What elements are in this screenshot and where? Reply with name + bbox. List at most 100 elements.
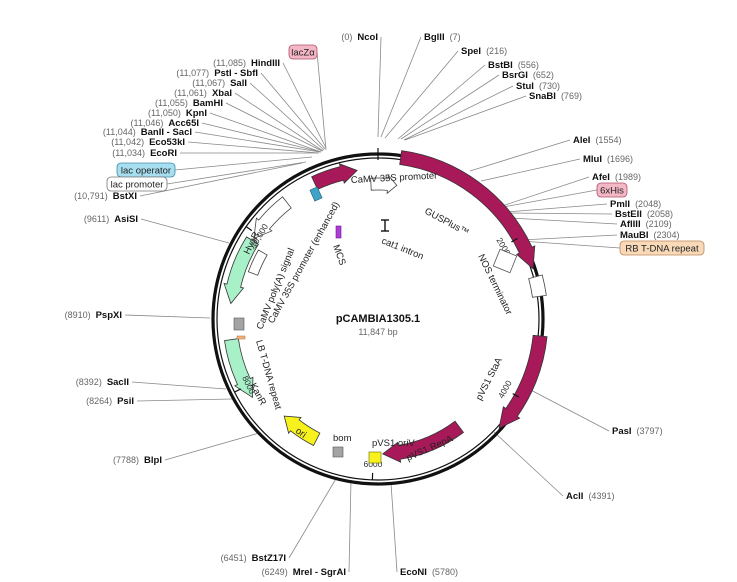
site-sali-position: (11,067) (192, 78, 225, 88)
site-banii-position: (11,044) (103, 127, 136, 137)
site-ncoi-name[interactable]: NcoI (357, 32, 378, 43)
site-afei-name[interactable]: AfeI (592, 172, 610, 183)
tick-mark (245, 226, 253, 232)
site-alei-position: (1554) (595, 135, 621, 145)
feature-pvs1repa (381, 420, 465, 463)
site-psii-name[interactable]: PsiI (117, 396, 134, 407)
leader-mlui (480, 158, 581, 182)
leader-asisi (140, 218, 230, 244)
site-aflii-position: (2109) (646, 219, 672, 229)
tag-sixhis-box[interactable] (596, 182, 628, 198)
site-acc65i-name[interactable]: Acc65I (168, 118, 199, 129)
site-bglii-position: (7) (450, 32, 461, 42)
site-psti-name[interactable]: PstI - SbfI (214, 68, 258, 79)
site-spei-name[interactable]: SpeI (461, 46, 481, 57)
leader-psti (260, 72, 326, 150)
site-kpni-name[interactable]: KpnI (186, 108, 207, 119)
leader-tag-lacz (316, 51, 327, 151)
mcs-label: MCS (330, 243, 348, 267)
tag-lacpr-box[interactable] (106, 176, 168, 192)
site-bstxi-name[interactable]: BstXI (113, 191, 137, 202)
site-blpi-name[interactable]: BlpI (144, 455, 162, 466)
tag-lacz-box[interactable] (288, 44, 318, 60)
leader-bstz17i (288, 476, 338, 559)
site-mrei-name[interactable]: MreI - SgrAI (293, 567, 346, 578)
site-mlui-position: (1696) (607, 154, 633, 164)
leader-sali (249, 82, 325, 151)
site-asisi-name[interactable]: AsiSI (114, 214, 138, 225)
site-pasi-name[interactable]: PasI (612, 426, 632, 437)
site-econi-name[interactable]: EcoNI (400, 567, 427, 578)
leader-pasi (524, 386, 610, 432)
site-acli-name[interactable]: AclI (566, 491, 583, 502)
leader-ncoi (377, 36, 382, 138)
leader-spei (384, 50, 459, 139)
restriction-sites: NcoI(0)BglII(7)SpeI(216)BstBI(556)BsrGI(… (65, 32, 680, 578)
site-snabi-position: (769) (561, 91, 582, 101)
site-alei-name[interactable]: AleI (573, 135, 590, 146)
gusplus-label: GUSPlus™ (423, 206, 471, 239)
site-hindiii-name[interactable]: HindIII (251, 58, 280, 69)
site-blpi-position: (7788) (113, 455, 139, 465)
site-bsteii-name[interactable]: BstEII (615, 209, 642, 220)
site-bamhi-name[interactable]: BamHI (193, 98, 223, 109)
site-sacii-name[interactable]: SacII (107, 377, 129, 388)
tick-label: 4000 (496, 378, 514, 400)
site-mrei-position: (6249) (262, 567, 288, 577)
leader-econi (390, 482, 398, 573)
feature-camvpa (247, 249, 268, 276)
leader-tag-lacpr (166, 161, 307, 185)
site-bsrgi-name[interactable]: BsrGI (502, 70, 528, 81)
leader-aflii (509, 217, 618, 225)
site-bglii-name[interactable]: BglII (424, 32, 445, 43)
tick-mark (512, 393, 520, 398)
tag-lacpr-label: lac promoter (111, 180, 164, 191)
site-banii-name[interactable]: BanII - SacI (141, 127, 192, 138)
site-sali-name[interactable]: SalI (230, 78, 247, 89)
feature-kanr (224, 338, 254, 399)
site-pspxi-name[interactable]: PspXI (96, 310, 122, 321)
leader-bamhi (225, 102, 323, 152)
lac-operator-glyph (309, 186, 323, 202)
leader-banii (194, 131, 321, 153)
plasmid-size: 11,847 bp (358, 327, 397, 337)
site-xbai-position: (11,061) (174, 88, 207, 98)
site-eco53ki-name[interactable]: Eco53kI (149, 137, 185, 148)
tick-mark (511, 237, 518, 243)
site-sacii-position: (8392) (76, 377, 102, 387)
site-bstbi-name[interactable]: BstBI (488, 60, 513, 71)
site-kpni-position: (11,050) (148, 108, 181, 118)
leader-maubi (520, 234, 618, 241)
site-aflii-name[interactable]: AflIII (620, 219, 641, 230)
nos-terminator-glyph (492, 248, 518, 274)
site-maubi-position: (2304) (654, 230, 680, 240)
pvs1-oriv-label: pVS1 oriV (372, 438, 415, 449)
site-xbai-name[interactable]: XbaI (212, 88, 232, 99)
site-ecori-name[interactable]: EcoRI (150, 148, 177, 159)
tag-rb-box[interactable] (619, 240, 705, 256)
site-psti-position: (11,077) (176, 68, 209, 78)
feature-ori (283, 415, 321, 447)
site-pmli-name[interactable]: PmlI (610, 199, 630, 210)
site-stui-name[interactable]: StuI (516, 81, 534, 92)
feature-pvs1staa (498, 334, 548, 429)
leader-xbai (234, 92, 324, 152)
leader-afei (501, 176, 590, 207)
site-maubi-name[interactable]: MauBI (620, 230, 649, 241)
leader-blpi (164, 432, 260, 461)
leader-mrei (348, 479, 352, 573)
site-mlui-name[interactable]: MluI (583, 154, 602, 165)
site-spei-position: (216) (486, 46, 507, 56)
plasmid-name: pCAMBIA1305.1 (336, 313, 420, 325)
site-snabi-name[interactable]: SnaBI (529, 91, 556, 102)
feature-hygr (223, 236, 259, 305)
site-acli-position: (4391) (588, 491, 614, 501)
site-bstz17i-name[interactable]: BstZ17I (252, 553, 286, 564)
site-econi-position: (5780) (432, 567, 458, 577)
mcs-glyph (335, 225, 342, 239)
bom-label: bom (333, 433, 352, 444)
leader-kpni (209, 112, 322, 153)
site-bstxi-position: (10,791) (74, 191, 108, 201)
tick-mark (234, 388, 242, 393)
leader-snabi (404, 95, 527, 141)
